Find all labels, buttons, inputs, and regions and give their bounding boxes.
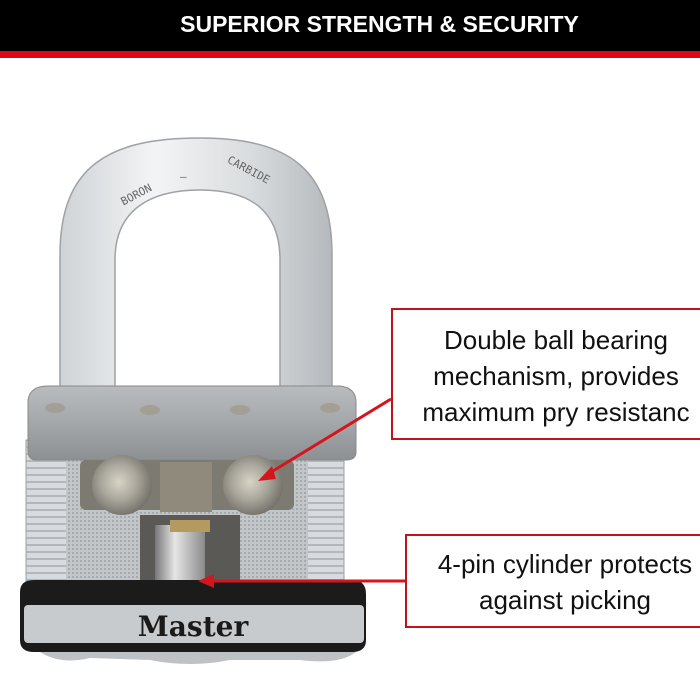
callout-arrow-1 — [267, 397, 392, 476]
red-stripe-divider — [0, 51, 700, 58]
callout-line: 4-pin cylinder protects — [437, 549, 693, 579]
top-cap — [27, 385, 357, 461]
callout-line: maximum pry resistanc — [422, 397, 690, 427]
ball-bearing-left — [92, 455, 152, 515]
ball-bearing-right — [223, 455, 283, 515]
callout-line: against picking — [479, 585, 651, 615]
shackle-text-sep: — — [180, 170, 187, 183]
banner-title: SUPERIOR STRENGTH & SECURITY — [180, 11, 579, 37]
callout-line: mechanism, provides — [433, 361, 679, 391]
callout-line: Double ball bearing — [443, 325, 669, 355]
brand-logo: Master — [138, 610, 250, 643]
pin-cylinder — [155, 525, 205, 590]
shackle: BORON — CARBIDE — [59, 137, 333, 401]
callout-ball-bearing: Double ball bearing mechanism, provides … — [391, 308, 700, 440]
header-banner: SUPERIOR STRENGTH & SECURITY — [0, 0, 700, 51]
callout-pin-cylinder: 4-pin cylinder protects against picking — [405, 534, 700, 628]
